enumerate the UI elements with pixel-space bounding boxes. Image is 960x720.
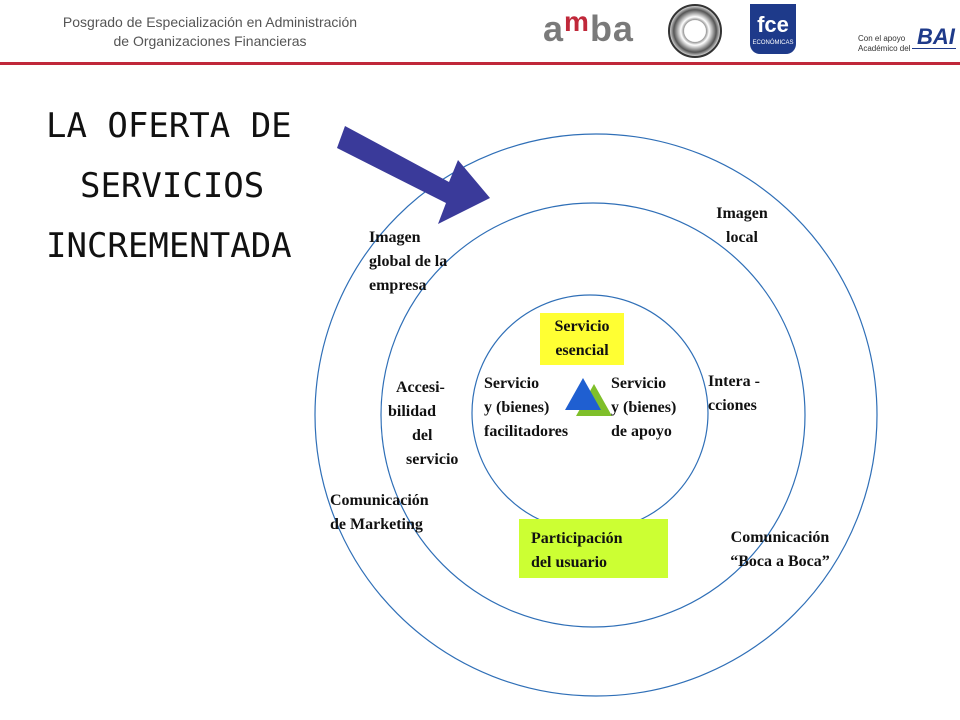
supporting-line3: de apoyo (611, 423, 672, 440)
amba-logo-ba: ba (589, 8, 634, 49)
fce-logo-sub: ECONÓMICAS (752, 40, 794, 46)
slide-title-line2: SERVICIOS (80, 166, 265, 206)
marketing-line1: Comunicación (330, 492, 429, 509)
accessibility-line1: Accesi- (396, 379, 445, 396)
interactions-line2: cciones (708, 397, 757, 414)
word-of-mouth-label: Comunicación “Boca a Boca” (705, 526, 855, 574)
global-image-line1: Imagen (369, 229, 421, 246)
facilitating-line2: y (bienes) (484, 399, 550, 416)
core-service-box: Servicio esencial (540, 313, 624, 365)
global-image-line2: global de la (369, 253, 448, 270)
marketing-line2: de Marketing (330, 516, 423, 533)
facilitating-services-label: Servicio y (bienes) facilitadores (484, 372, 568, 444)
marketing-communication-label: Comunicación de Marketing (330, 489, 429, 537)
interactions-line1: Intera - (708, 373, 760, 390)
pointer-arrow-icon (337, 126, 490, 224)
local-image-label: Imagen local (700, 202, 784, 250)
outer-circle (314, 133, 878, 697)
fce-logo: fce ECONÓMICAS (750, 4, 796, 54)
user-participation-box: Participación del usuario (519, 519, 668, 578)
core-service-line1: Servicio (554, 318, 610, 335)
participation-line1: Participación (531, 530, 623, 547)
local-image-line1: Imagen (716, 205, 768, 222)
bai-logo: BAI (917, 24, 955, 49)
supporting-line2: y (bienes) (611, 399, 677, 416)
accessibility-line2: bilidad (388, 403, 437, 420)
slide-title-line1: LA OFERTA DE (46, 106, 292, 146)
facilitating-line3: facilitadores (484, 423, 569, 440)
support-text: Con el apoyo Académico del (858, 34, 910, 54)
slide-title-line3: INCREMENTADA (46, 226, 292, 266)
global-image-line3: empresa (369, 277, 427, 294)
amba-logo: amba (543, 6, 634, 50)
fce-logo-main: fce (757, 12, 789, 37)
middle-circle (380, 202, 806, 628)
bai-logo-underline (912, 48, 956, 57)
core-service-line2: esencial (555, 342, 609, 359)
supporting-services-label: Servicio y (bienes) de apoyo (611, 372, 676, 444)
accessibility-line4: servicio (406, 451, 459, 468)
global-image-label: Imagen global de la empresa (369, 226, 447, 298)
support-line1: Con el apoyo (858, 34, 906, 43)
interactions-label: Intera - cciones (708, 370, 760, 418)
header-institution-line1: Posgrado de Especialización en Administr… (62, 14, 358, 30)
local-image-line2: local (726, 229, 758, 246)
header-divider (0, 62, 960, 65)
amba-logo-a: a (543, 8, 565, 49)
word-of-mouth-line1: Comunicación (730, 529, 830, 546)
university-seal-icon (668, 4, 722, 58)
supporting-line1: Servicio (611, 375, 667, 392)
accessibility-line3: del (412, 427, 433, 444)
word-of-mouth-line2: “Boca a Boca” (730, 553, 830, 570)
accessibility-label: Accesi- bilidad del servicio (388, 376, 478, 472)
blue-triangle-icon (565, 378, 601, 410)
header-institution-line2: de Organizaciones Financieras (113, 33, 307, 49)
amba-logo-m: m (564, 6, 590, 37)
participation-line2: del usuario (531, 554, 608, 571)
support-line2: Académico del (858, 44, 911, 53)
facilitating-line1: Servicio (484, 375, 540, 392)
